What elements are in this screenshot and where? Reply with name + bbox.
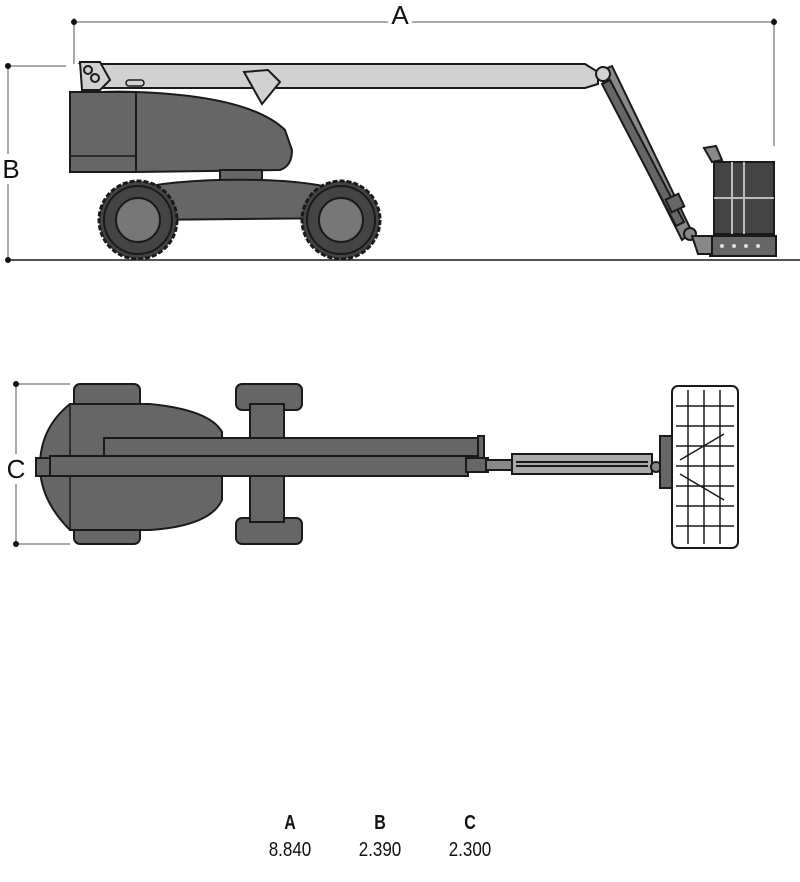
dimension-column-b: B 2.390: [340, 812, 420, 862]
rear-wheel: [97, 179, 179, 261]
main-boom: [77, 63, 599, 89]
platform-basket: [690, 144, 777, 257]
side-view: [8, 61, 800, 261]
lift-cylinder-mount: [242, 68, 282, 106]
boom-top: [49, 455, 469, 477]
front-wheel: [300, 179, 382, 261]
dimensions-table: A 8.840 B 2.390 C 2.300: [250, 812, 510, 862]
turntable-ring: [219, 169, 263, 181]
dimension-lines-side: [5, 18, 777, 263]
value-a: 8.840: [268, 839, 312, 861]
jib-cylinder: [600, 78, 686, 228]
dimension-column-a: A 8.840: [250, 812, 330, 862]
dimension-label-b: B: [2, 154, 19, 184]
top-view: [35, 383, 739, 549]
jib-top: [511, 453, 653, 475]
value-b: 2.390: [358, 839, 402, 861]
counterweight: [69, 91, 137, 173]
column-header-a: A: [284, 812, 296, 834]
platform-top: [659, 385, 739, 549]
dimension-label-c: C: [7, 454, 26, 484]
column-header-c: C: [464, 812, 476, 834]
dimension-lines-top: [13, 381, 70, 547]
column-header-b: B: [374, 812, 386, 834]
boom-base: [103, 437, 481, 457]
value-c: 2.300: [448, 839, 492, 861]
dimension-label-a: A: [391, 0, 409, 30]
dimension-column-c: C 2.300: [430, 812, 510, 862]
